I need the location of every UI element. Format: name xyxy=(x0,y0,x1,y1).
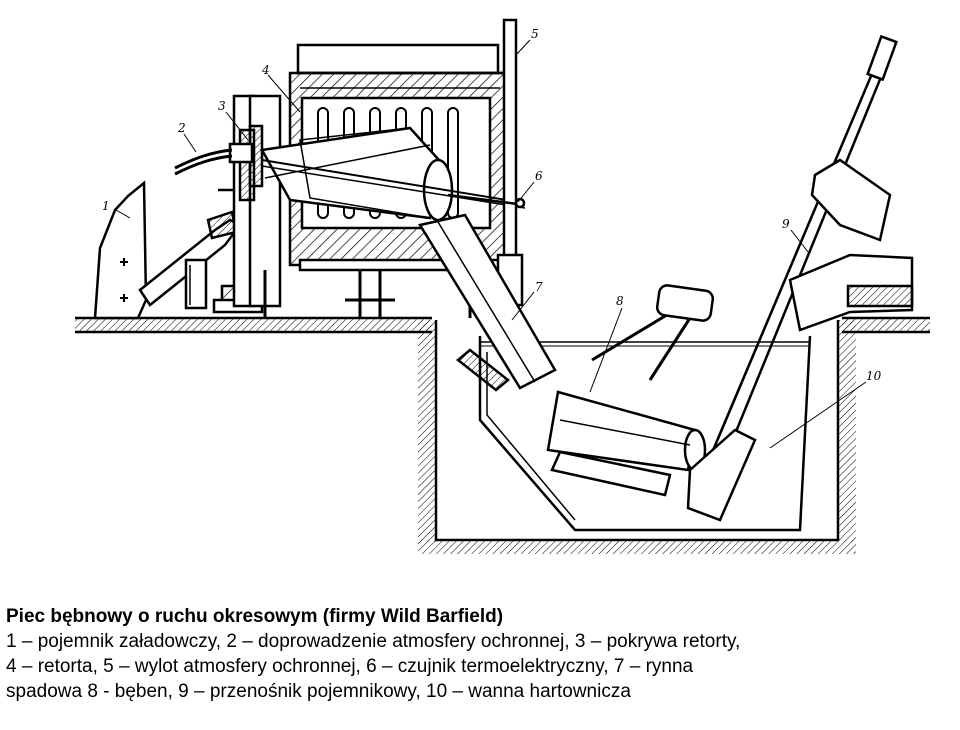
callout-leaders xyxy=(115,39,867,449)
callout-1: 1 xyxy=(102,199,110,213)
loading-container xyxy=(93,180,242,320)
figure-caption: Piec bębnowy o ruchu okresowym (firmy Wi… xyxy=(6,604,956,704)
callout-8: 8 xyxy=(616,294,624,308)
callout-10: 10 xyxy=(866,369,882,383)
caption-title: Piec bębnowy o ruchu okresowym (firmy Wi… xyxy=(6,606,504,627)
callout-labels: 1 2 3 4 5 6 7 8 9 10 xyxy=(102,27,882,383)
caption-legend-line-2: 4 – retorta, 5 – wylot atmosfery ochronn… xyxy=(6,656,694,677)
retort-drive xyxy=(212,94,282,314)
retort xyxy=(260,126,526,222)
retort-cover xyxy=(228,124,264,188)
callout-2: 2 xyxy=(177,121,186,135)
protective-gas-supply xyxy=(174,148,233,176)
furnace-legs xyxy=(263,270,472,318)
ground-floor xyxy=(75,316,930,334)
callout-6: 6 xyxy=(535,169,543,183)
furnace-technical-drawing: 1 2 3 4 5 6 7 8 9 10 xyxy=(75,18,930,554)
caption-legend-line-3: spadowa 8 - bęben, 9 – przenośnik pojemn… xyxy=(6,681,631,702)
container-conveyor xyxy=(686,34,914,522)
callout-4: 4 xyxy=(261,63,270,77)
drum xyxy=(546,284,715,497)
callout-9: 9 xyxy=(782,217,790,231)
callout-5: 5 xyxy=(531,27,539,41)
caption-legend-line-1: 1 – pojemnik załadowczy, 2 – doprowadzen… xyxy=(6,631,741,652)
callout-7: 7 xyxy=(535,280,543,294)
callout-3: 3 xyxy=(218,99,226,113)
quench-pit xyxy=(418,320,856,554)
discharge-chute xyxy=(418,213,557,392)
